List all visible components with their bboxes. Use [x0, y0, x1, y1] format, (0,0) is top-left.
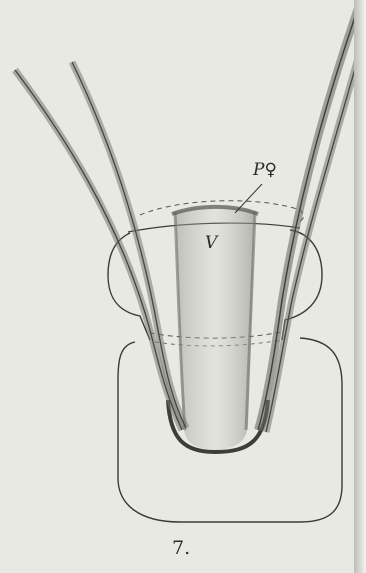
- figure-number: 7.: [172, 537, 190, 559]
- label-v: V: [205, 233, 217, 253]
- right-seta-outer: [258, 8, 358, 430]
- left-seta-inner: [72, 62, 186, 428]
- right-seta-inner: [266, 58, 358, 432]
- page-edge-shadow: [354, 0, 366, 573]
- label-pointer-line: [235, 184, 262, 213]
- label-p-female: P♀: [253, 160, 277, 180]
